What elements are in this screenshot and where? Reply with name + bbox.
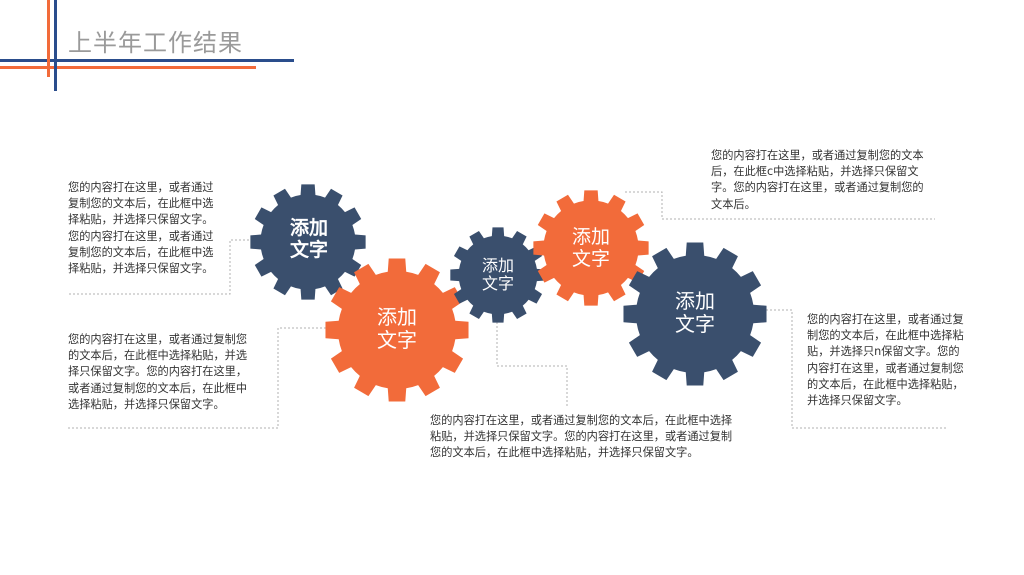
- gear-4-label-line1: 添加: [571, 226, 610, 248]
- gear-5-label-line1: 添加: [675, 289, 715, 313]
- gear-3-label-line2: 文字: [481, 274, 514, 294]
- gear-2-shape: [325, 258, 469, 402]
- gear-5-label-line2: 文字: [675, 312, 715, 336]
- header-line-orange: [0, 66, 256, 69]
- connector-bottom-center: [496, 322, 568, 408]
- text-block-top-right: 您的内容打在这里，或者通过复制您的文本后，在此框c中选择粘贴，并选择只保留文字。…: [711, 149, 924, 211]
- gear-2-label-line1: 添加: [377, 305, 417, 329]
- text-block-right: 您的内容打在这里，或者通过复制您的文本后，在此框中选择粘贴，并选择只n保留文字。…: [807, 313, 964, 408]
- header-vline-orange: [47, 0, 50, 77]
- connector-right: [762, 309, 946, 429]
- text-block-left-top: 您的内容打在这里，或者通过复制您的文本后，在此框中选择粘贴，并选择只保留文字。您…: [68, 181, 214, 276]
- gear-4-label: 添加 文字: [547, 226, 635, 271]
- gear-1: [250, 184, 366, 300]
- gear-2: [325, 258, 469, 402]
- gear-1-label-line2: 文字: [289, 238, 328, 261]
- text-block-left-bottom: 您的内容打在这里，或者通过复制您的文本后，在此框中选择粘贴，并选择只保留文字。您…: [68, 333, 248, 411]
- gear-4-label-line2: 文字: [571, 247, 610, 270]
- gear-1-label-line1: 添加: [289, 217, 328, 239]
- gear-1-shape: [250, 184, 366, 300]
- gear-2-label-line2: 文字: [377, 328, 417, 352]
- gear-1-label: 添加 文字: [265, 217, 353, 262]
- gear-3-shape: [450, 227, 546, 323]
- gear-3-label-line1: 添加: [481, 256, 514, 275]
- gear-3: [450, 227, 546, 323]
- connector-left-bottom: [67, 327, 326, 429]
- header-line-navy: [0, 59, 294, 62]
- gear-5-shape: [623, 242, 767, 386]
- connector-top-right: [625, 191, 935, 220]
- gear-3-label: 添加 文字: [465, 256, 531, 294]
- page-title: 上半年工作结果: [68, 29, 243, 57]
- gear-5-label: 添加 文字: [649, 290, 741, 336]
- header-vline-navy: [54, 0, 57, 91]
- gear-2-label: 添加 文字: [351, 306, 443, 352]
- gear-4: [533, 190, 649, 306]
- gear-4-shape: [533, 190, 649, 306]
- text-block-bottom-center: 您的内容打在这里，或者通过复制您的文本后，在此框中选择粘贴，并选择只保留文字。您…: [430, 414, 733, 460]
- gear-5: [623, 242, 767, 386]
- connector-left-top: [67, 239, 253, 295]
